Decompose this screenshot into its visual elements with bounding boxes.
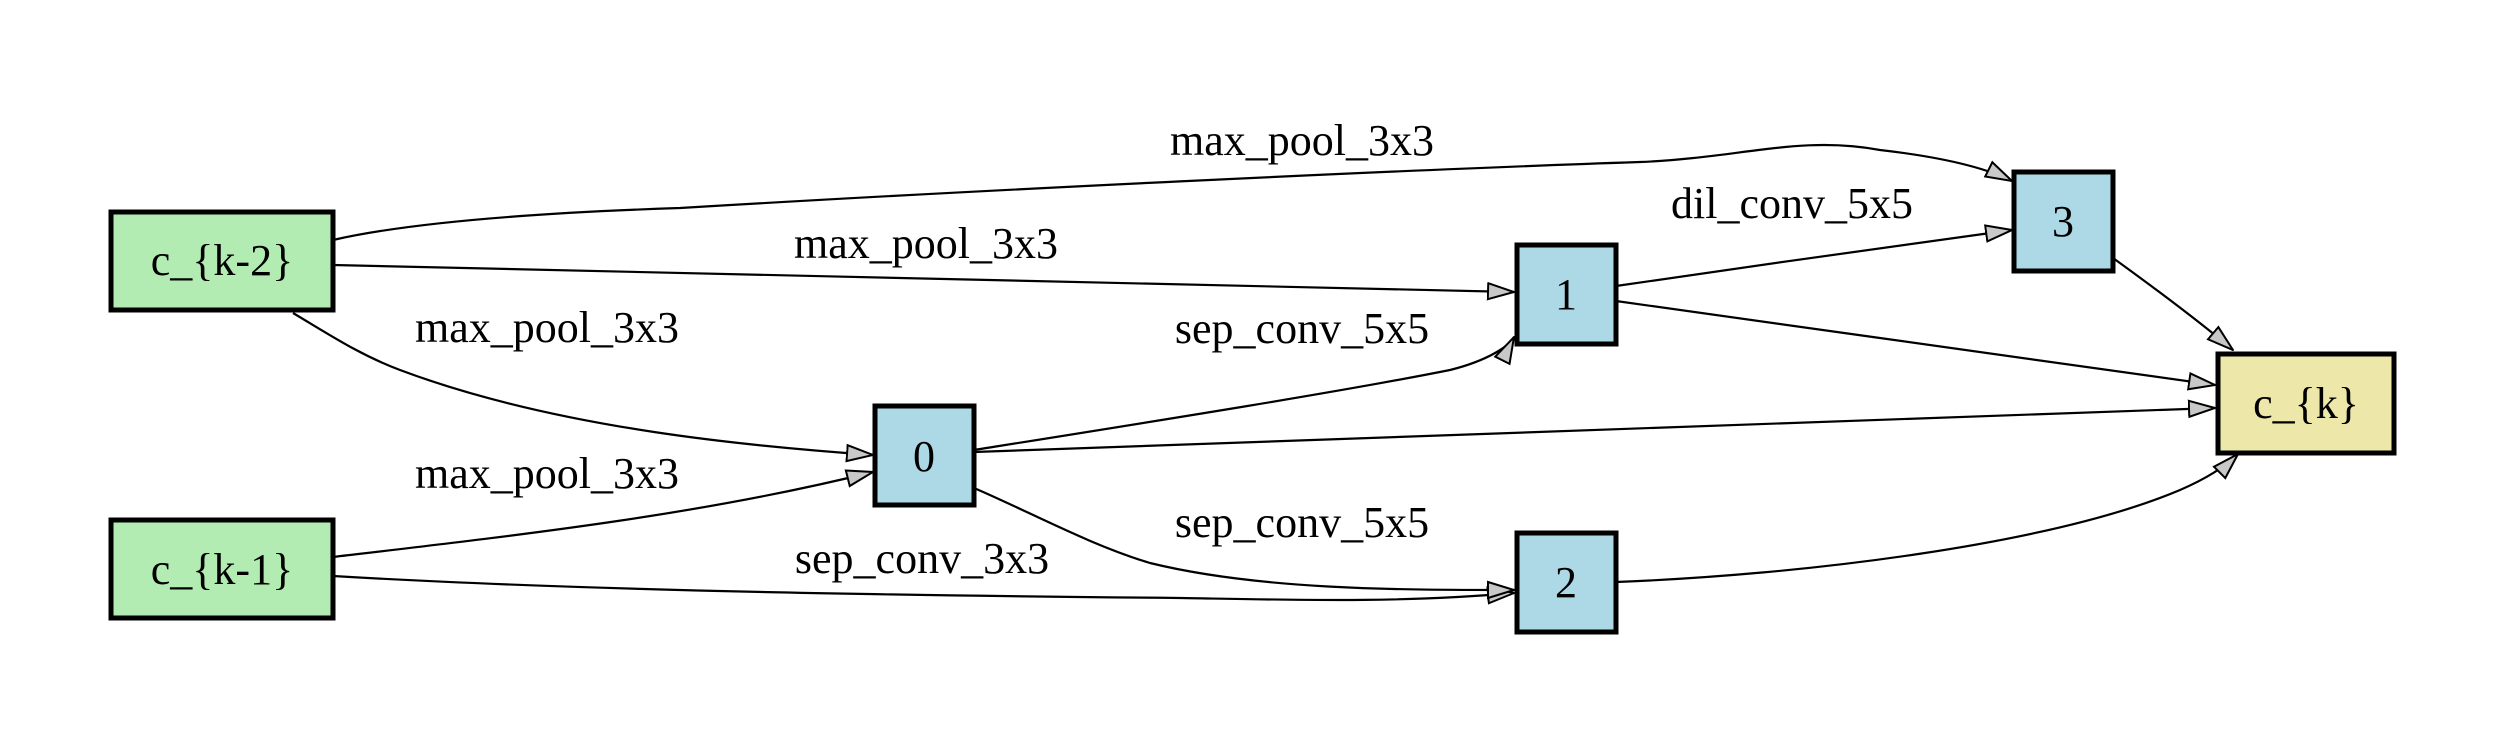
edge-label-ck1-to-0: max_pool_3x3 — [415, 449, 679, 498]
edge-0-to-ck — [973, 408, 2215, 454]
node-ck2-label: c_{k-2} — [151, 236, 293, 285]
edge-label-ck2-to-3: max_pool_3x3 — [1170, 116, 1434, 165]
node-2: 2 — [1514, 530, 1619, 635]
node-0: 0 — [872, 403, 977, 508]
node-3-label: 3 — [2052, 197, 2074, 246]
node-ck1: c_{k-1} — [108, 517, 336, 621]
edge-0-to-2 — [973, 486, 1514, 590]
edge-label-ck2-to-1: max_pool_3x3 — [794, 219, 1058, 268]
node-0-label: 0 — [913, 432, 935, 481]
node-1-label: 1 — [1555, 270, 1577, 319]
edge-label-0-to-1: sep_conv_5x5 — [1175, 304, 1429, 353]
edge-label-ck2-to-0: max_pool_3x3 — [415, 303, 679, 352]
node-ck-label: c_{k} — [2253, 379, 2359, 428]
edge-label-1-to-3: dil_conv_5x5 — [1671, 179, 1913, 228]
edge-ck2-to-0 — [292, 312, 873, 455]
edge-label-ck1-to-2: sep_conv_3x3 — [795, 534, 1049, 583]
edge-ck1-to-2 — [332, 574, 1514, 600]
node-3: 3 — [2011, 169, 2116, 274]
edge-2-to-ck — [1615, 454, 2238, 584]
node-2-label: 2 — [1555, 558, 1577, 607]
edge-ck2-to-3 — [332, 143, 2012, 242]
edge-1-to-ck — [1615, 299, 2215, 385]
edge-label-0-to-2: sep_conv_5x5 — [1175, 498, 1429, 547]
node-ck: c_{k} — [2215, 351, 2397, 456]
node-ck2: c_{k-2} — [108, 209, 336, 313]
edge-0-to-1 — [973, 337, 1514, 452]
edge-3-to-ck — [2112, 257, 2233, 350]
edge-ck1-to-0 — [332, 472, 873, 559]
edge-1-to-3 — [1615, 230, 2012, 288]
edge-ck2-to-1 — [332, 263, 1514, 292]
node-1: 1 — [1514, 242, 1619, 347]
node-ck1-label: c_{k-1} — [151, 545, 293, 594]
